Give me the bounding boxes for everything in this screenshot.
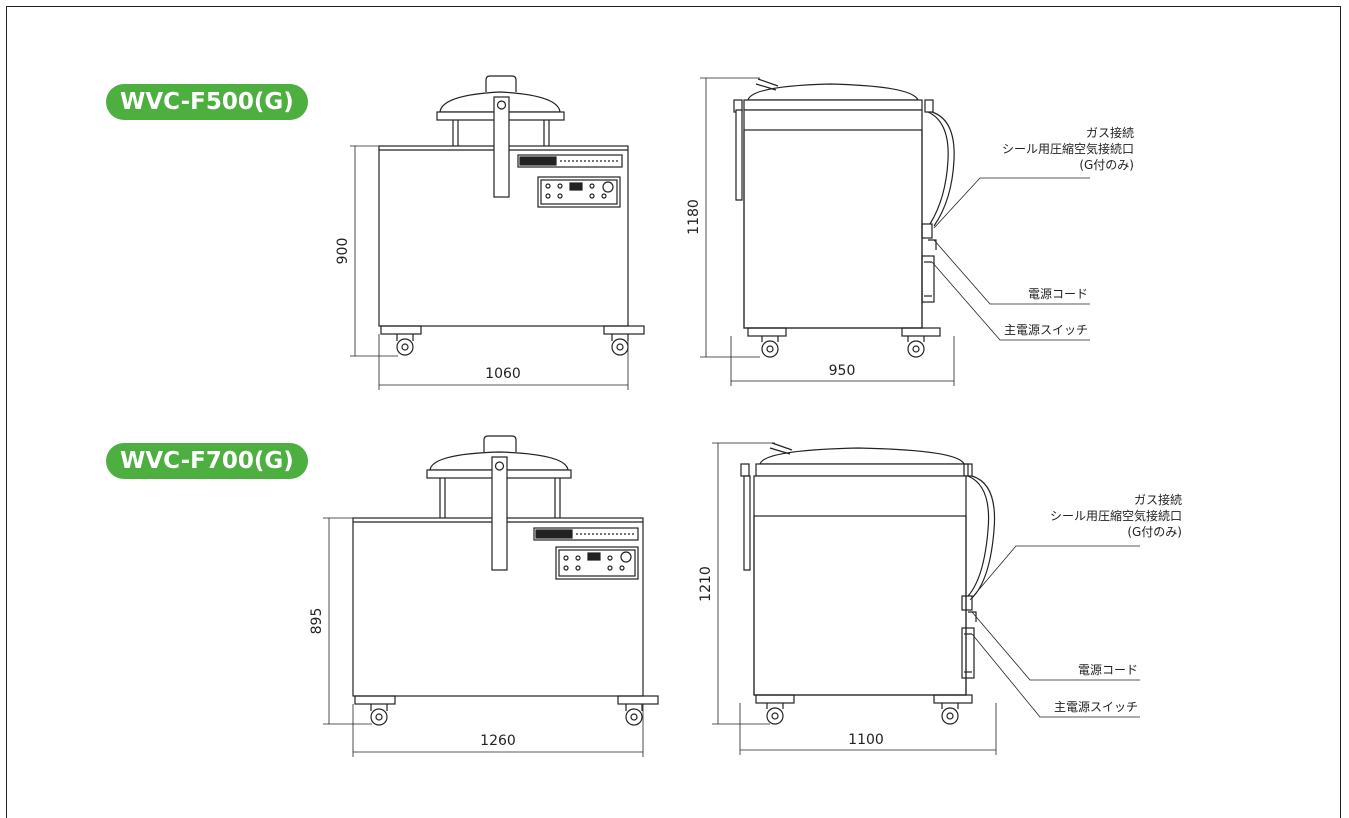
f700-width-dim: 1260 — [480, 733, 516, 749]
f500-gas-label: ガス接続 — [1086, 125, 1134, 140]
f500-seal-label: シール用圧縮空気接続口 — [1002, 141, 1134, 156]
f500-width-dim: 1060 — [485, 366, 521, 382]
f700-front-view — [323, 435, 659, 757]
f500-total-height-dim: 1180 — [686, 199, 702, 235]
f500-side-view — [700, 77, 1090, 386]
f500-cord-label: 電源コード — [1028, 287, 1088, 301]
f700-side-view — [712, 442, 1140, 755]
f700-total-height-dim: 1210 — [698, 566, 714, 602]
drawing-frame — [6, 6, 1341, 818]
model-badge-f500: WVC-F500(G) — [106, 84, 308, 120]
f700-gas-label: ガス接続 — [1134, 492, 1182, 507]
f700-switch-label: 主電源スイッチ — [1054, 700, 1138, 714]
f700-cord-label: 電源コード — [1078, 663, 1138, 677]
f700-height-dim: 895 — [309, 608, 325, 635]
f500-front-view — [350, 75, 645, 390]
f500-depth-dim: 950 — [829, 363, 856, 379]
f700-seal-label: シール用圧縮空気接続口 — [1050, 508, 1182, 523]
f700-depth-dim: 1100 — [848, 732, 884, 748]
f500-note-label: (G付のみ) — [1079, 158, 1134, 172]
f500-height-dim: 900 — [335, 238, 351, 265]
model-badge-f700: WVC-F700(G) — [106, 443, 308, 479]
f700-note-label: (G付のみ) — [1127, 525, 1182, 539]
f500-switch-label: 主電源スイッチ — [1004, 323, 1088, 337]
